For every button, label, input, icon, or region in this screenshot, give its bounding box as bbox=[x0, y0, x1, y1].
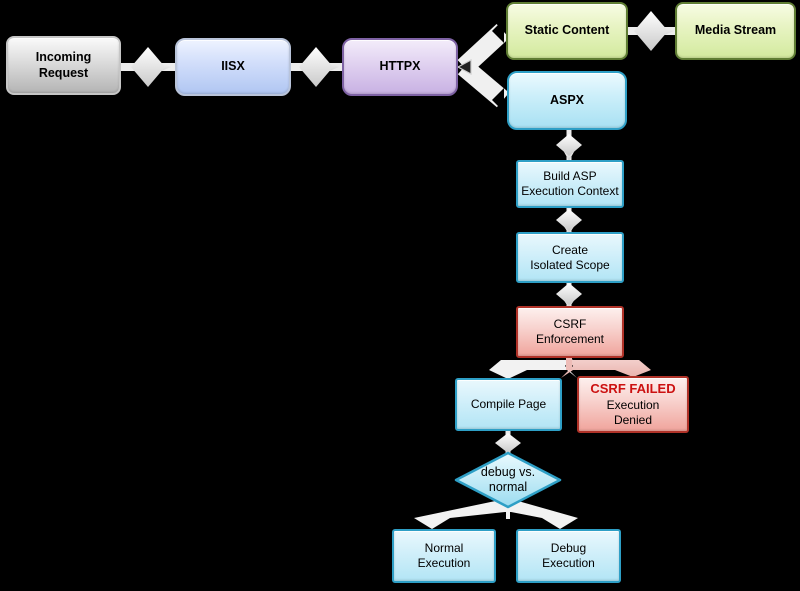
node-create-isolated-scope: Create Isolated Scope bbox=[516, 232, 624, 283]
node-static-content: Static Content bbox=[506, 2, 628, 60]
node-csrf-failed: CSRF FAILED Execution Denied bbox=[577, 376, 689, 433]
fork-center-stub bbox=[506, 500, 510, 519]
decision-diamond bbox=[454, 451, 562, 509]
connector-compile-decision bbox=[495, 431, 521, 454]
node-httpx: HTTPX bbox=[342, 38, 458, 96]
node-normal-execution: Normal Execution bbox=[392, 529, 496, 583]
fork-httpx-branch bbox=[456, 19, 510, 112]
node-media-stream: Media Stream bbox=[675, 2, 796, 60]
connector-aspx-build bbox=[556, 130, 582, 161]
arrow-csrf-pass bbox=[489, 352, 577, 379]
csrf-failed-title: CSRF FAILED bbox=[590, 381, 676, 397]
arrow-csrf-fail bbox=[561, 352, 651, 378]
connector-iisx-httpx bbox=[291, 47, 342, 87]
connector-create-csrf bbox=[556, 283, 582, 308]
node-incoming-request: Incoming Request bbox=[6, 36, 121, 95]
node-compile-page: Compile Page bbox=[455, 378, 562, 431]
connector-incoming-iisx bbox=[121, 47, 175, 87]
fork-decision-branch bbox=[414, 499, 578, 529]
node-decision-label: debug vs. normal bbox=[480, 465, 536, 494]
connector-static-media bbox=[628, 11, 675, 51]
arrow-csrf-fail-stub bbox=[566, 352, 572, 370]
node-aspx: ASPX bbox=[507, 71, 627, 130]
node-debug-execution: Debug Execution bbox=[516, 529, 621, 583]
node-csrf-enforcement: CSRF Enforcement bbox=[516, 306, 624, 358]
node-build-asp-execution-context: Build ASP Execution Context bbox=[516, 160, 624, 208]
csrf-failed-subtitle: Execution Denied bbox=[606, 397, 660, 427]
node-iisx: IISX bbox=[175, 38, 291, 96]
back-arrow-icon bbox=[456, 58, 472, 76]
connector-build-create bbox=[556, 208, 582, 234]
